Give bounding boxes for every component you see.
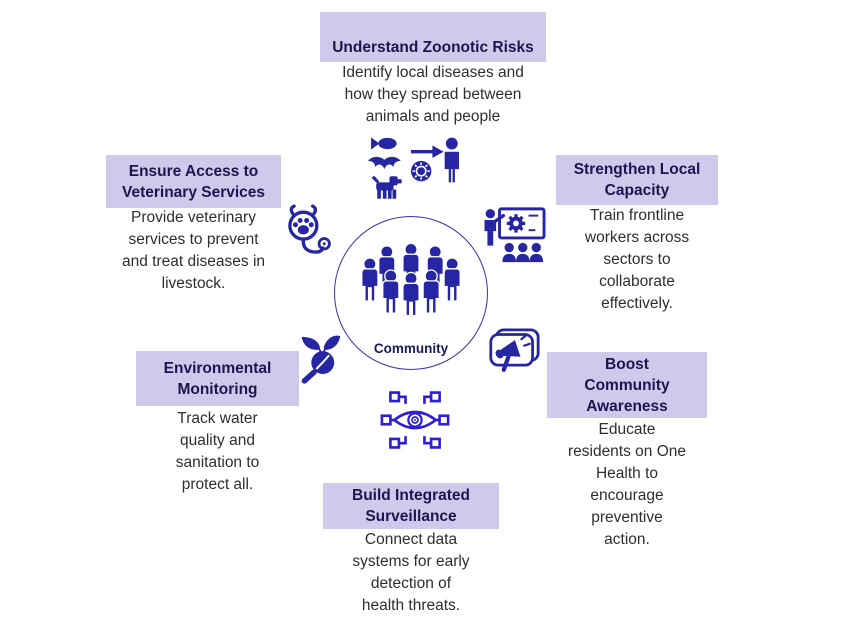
- node-bottom-left-title: Environmental Monitoring: [136, 351, 299, 406]
- node-bottom-right-title: Boost Community Awareness: [547, 352, 707, 418]
- node-bottom-right-description: Educate residents on One Health to encou…: [567, 421, 687, 548]
- zoonotic-transmission-icon: [368, 137, 459, 199]
- node-top-left-description: Provide veterinary services to prevent a…: [121, 209, 266, 292]
- surveillance-network-eye-icon: [380, 391, 450, 449]
- community-people-group-icon: [361, 243, 461, 317]
- node-bottom-description: Connect data systems for early detection…: [352, 531, 470, 614]
- node-top-left-title: Ensure Access to Veterinary Services: [106, 155, 281, 208]
- node-top-right-description: Train frontline workers across sectors t…: [584, 207, 690, 312]
- node-top-title: Understand Zoonotic Risks: [320, 12, 546, 62]
- environment-leaf-magnifier-icon: [301, 335, 341, 384]
- community-label: Community: [373, 341, 449, 356]
- node-top-right-title: Strengthen Local Capacity: [556, 155, 718, 205]
- veterinary-stethoscope-paw-icon: [288, 204, 331, 254]
- node-top-description: Identify local diseases and how they spr…: [342, 64, 524, 125]
- megaphone-announcement-icon: [489, 328, 540, 372]
- node-bottom-left-description: Track water quality and sanitation to pr…: [175, 410, 260, 493]
- training-presentation-icon: [484, 207, 546, 263]
- community-hub-circle: Community: [334, 216, 488, 370]
- node-bottom-title: Build Integrated Surveillance: [323, 483, 499, 529]
